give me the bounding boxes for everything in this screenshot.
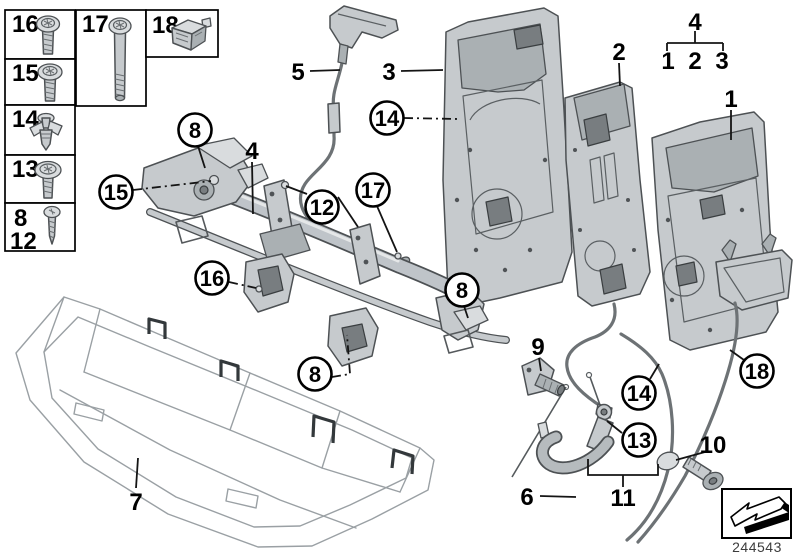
callout-circled-12[interactable]: 12	[304, 189, 340, 225]
callout-circled-16[interactable]: 16	[194, 260, 230, 296]
svg-text:14: 14	[627, 381, 652, 406]
long-torx-bolt-icon	[108, 17, 132, 102]
callout-1[interactable]: 1	[724, 86, 737, 113]
callout-6[interactable]: 6	[520, 484, 533, 511]
svg-text:13: 13	[627, 428, 651, 453]
screw-15-target	[208, 174, 220, 186]
callout-2[interactable]: 2	[612, 39, 625, 66]
seat-latch-left	[243, 253, 295, 313]
diagram-part-number: 244543	[732, 539, 782, 555]
callout-11[interactable]: 11	[610, 485, 635, 512]
callout-group-child-2[interactable]: 2	[688, 48, 701, 75]
legend-box-14: 14	[4, 104, 76, 156]
callout-9[interactable]: 9	[531, 334, 544, 361]
cage-clamp-icon	[171, 17, 212, 51]
pull-strap	[535, 430, 615, 475]
callout-group-4-parent[interactable]: 4	[688, 9, 702, 36]
crossbar-hinge-bracket-right	[349, 223, 381, 285]
screw-17-target	[394, 252, 402, 260]
svg-text:8: 8	[14, 205, 27, 232]
svg-text:18: 18	[745, 359, 769, 384]
latch-hook	[390, 448, 415, 475]
seat-pan-wireframe	[15, 296, 435, 548]
callout-10[interactable]: 10	[700, 432, 727, 459]
callout-circled-8-c[interactable]: 8	[297, 356, 333, 392]
backrest-frame-panel-left	[442, 7, 573, 307]
svg-text:17: 17	[82, 11, 109, 38]
callout-circled-14-a[interactable]: 14	[369, 100, 405, 136]
callout-circled-15[interactable]: 15	[98, 174, 134, 210]
callout-group-child-3[interactable]: 3	[715, 48, 728, 75]
svg-text:8: 8	[189, 118, 201, 143]
screw-16-target	[255, 285, 263, 293]
torx-pan-head-screw-icon	[35, 15, 61, 55]
callout-circled-18[interactable]: 18	[739, 353, 775, 389]
legend-box-13: 13	[4, 154, 76, 204]
crossbar-hinge-bracket-left	[259, 179, 311, 263]
cable-sleeve	[327, 102, 341, 134]
leader-lines	[132, 31, 745, 498]
fastener-legend: 16 15 14	[4, 9, 219, 255]
bowden-cable-center	[619, 332, 675, 542]
svg-text:17: 17	[361, 178, 385, 203]
svg-text:8: 8	[456, 278, 468, 303]
direction-stamp	[721, 488, 792, 539]
callout-group-child-1[interactable]: 1	[661, 48, 674, 75]
callout-circled-14-b[interactable]: 14	[621, 375, 657, 411]
bowden-cable-lever	[565, 302, 617, 409]
cable-clamp-bracket	[715, 233, 793, 311]
svg-text:16: 16	[200, 266, 224, 291]
legend-box-15: 15	[4, 58, 76, 106]
headrest-bracket	[329, 5, 399, 65]
tension-rod	[511, 386, 567, 478]
shoulder-bolt	[682, 456, 724, 491]
callout-circled-13[interactable]: 13	[621, 422, 657, 458]
backrest-frame-panel-right	[651, 111, 779, 351]
pan-head-screw-icon	[34, 160, 62, 199]
seat-latch-center	[327, 307, 379, 367]
expanding-rivet-clip-icon	[29, 112, 63, 151]
svg-text:16: 16	[12, 11, 39, 38]
callout-5[interactable]: 5	[291, 59, 304, 86]
svg-text:12: 12	[310, 195, 334, 220]
legend-box-16: 16	[4, 9, 76, 60]
latch-hook	[311, 414, 336, 444]
callout-circled-17[interactable]: 17	[355, 172, 391, 208]
self-tapping-screw-icon	[43, 205, 61, 245]
latch-hook	[147, 317, 167, 339]
bowden-cable-right	[636, 301, 739, 544]
callout-4[interactable]: 4	[245, 138, 259, 165]
svg-text:14: 14	[375, 106, 400, 131]
svg-text:15: 15	[104, 180, 128, 205]
callout-3[interactable]: 3	[382, 59, 395, 86]
pivot-pin	[521, 357, 566, 397]
fold-arrow-stamp-icon	[730, 496, 789, 534]
legend-box-8-12: 8 12	[4, 202, 76, 255]
group-4-bracket	[666, 31, 724, 51]
tension-rod-short	[589, 376, 601, 406]
svg-text:13: 13	[12, 156, 39, 183]
callout-7[interactable]: 7	[129, 489, 142, 516]
legend-box-17: 17	[75, 9, 147, 107]
latch-hook	[219, 359, 240, 381]
backrest-frame-panel-center	[564, 81, 651, 307]
callout-circled-8-b[interactable]: 8	[444, 272, 480, 308]
callout-circled-8-a[interactable]: 8	[177, 112, 213, 148]
legend-box-18: 18	[145, 9, 219, 58]
svg-text:15: 15	[12, 60, 39, 87]
torx-pan-head-screw-icon	[37, 63, 63, 102]
svg-text:8: 8	[309, 362, 321, 387]
svg-text:12: 12	[10, 228, 37, 255]
